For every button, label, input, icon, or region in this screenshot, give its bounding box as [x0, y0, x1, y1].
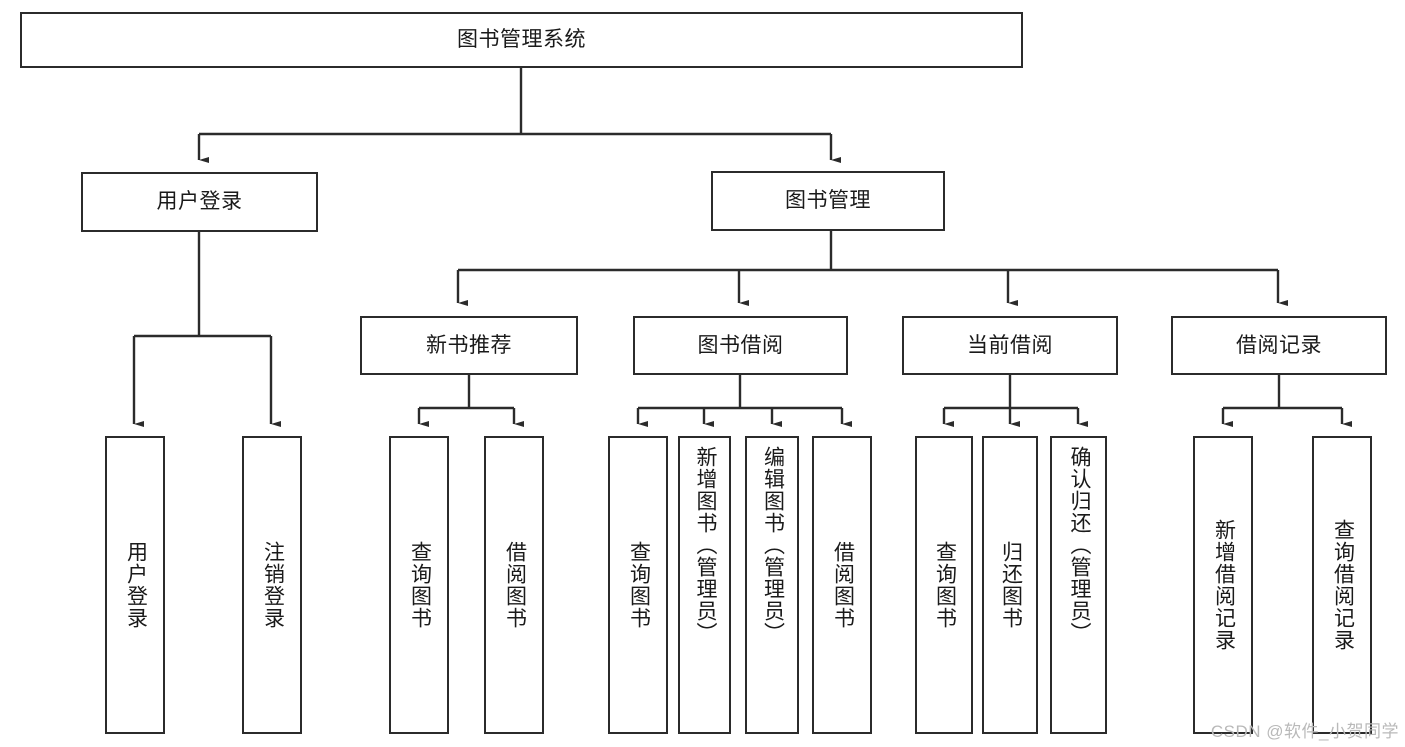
leaf-label: 注销登录 [261, 541, 285, 629]
leaf-label: 查询借阅记录 [1331, 519, 1355, 651]
leaf-label: 确认归还（管理员） [1067, 446, 1091, 644]
node-label: 图书管理 [785, 189, 871, 213]
leaf-label: 查询图书 [408, 541, 432, 629]
node-user-login[interactable]: 用户登录 [81, 172, 318, 232]
leaf-book-borrow-edit-book-admin[interactable]: 编辑图书（管理员） [745, 436, 799, 734]
leaf-book-borrow-borrow-book[interactable]: 借阅图书 [812, 436, 872, 734]
leaf-label: 查询图书 [627, 541, 651, 629]
node-label: 用户登录 [156, 190, 243, 214]
leaf-current-borrow-query-book[interactable]: 查询图书 [915, 436, 973, 734]
leaf-user-login-login[interactable]: 用户登录 [105, 436, 165, 734]
node-book-management[interactable]: 图书管理 [711, 171, 945, 231]
leaf-current-borrow-return-book[interactable]: 归还图书 [982, 436, 1038, 734]
leaf-label: 归还图书 [999, 541, 1023, 629]
leaf-book-borrow-query-book[interactable]: 查询图书 [608, 436, 668, 734]
leaf-borrow-record-query-record[interactable]: 查询借阅记录 [1312, 436, 1372, 734]
leaf-user-login-logout[interactable]: 注销登录 [242, 436, 302, 734]
node-new-book-recommend[interactable]: 新书推荐 [360, 316, 578, 375]
leaf-label: 借阅图书 [503, 541, 527, 629]
node-borrow-record[interactable]: 借阅记录 [1171, 316, 1387, 375]
leaf-label: 用户登录 [124, 541, 148, 629]
leaf-label: 新增图书（管理员） [693, 446, 717, 644]
leaf-borrow-record-add-record[interactable]: 新增借阅记录 [1193, 436, 1253, 734]
leaf-label: 新增借阅记录 [1212, 519, 1236, 651]
leaf-label: 查询图书 [933, 541, 957, 629]
leaf-label: 借阅图书 [831, 541, 855, 629]
node-label: 借阅记录 [1236, 333, 1322, 357]
leaf-new-book-borrow-book[interactable]: 借阅图书 [484, 436, 544, 734]
leaf-book-borrow-add-book-admin[interactable]: 新增图书（管理员） [678, 436, 731, 734]
leaf-current-borrow-confirm-return-admin[interactable]: 确认归还（管理员） [1050, 436, 1107, 734]
node-label: 图书借阅 [697, 333, 784, 357]
leaf-new-book-query-book[interactable]: 查询图书 [389, 436, 449, 734]
node-label: 新书推荐 [426, 333, 512, 357]
leaf-label: 编辑图书（管理员） [761, 446, 785, 644]
node-book-borrow[interactable]: 图书借阅 [633, 316, 848, 375]
node-root-book-management-system[interactable]: 图书管理系统 [20, 12, 1023, 68]
node-label: 图书管理系统 [457, 28, 586, 52]
node-current-borrow[interactable]: 当前借阅 [902, 316, 1118, 375]
node-label: 当前借阅 [967, 333, 1053, 357]
